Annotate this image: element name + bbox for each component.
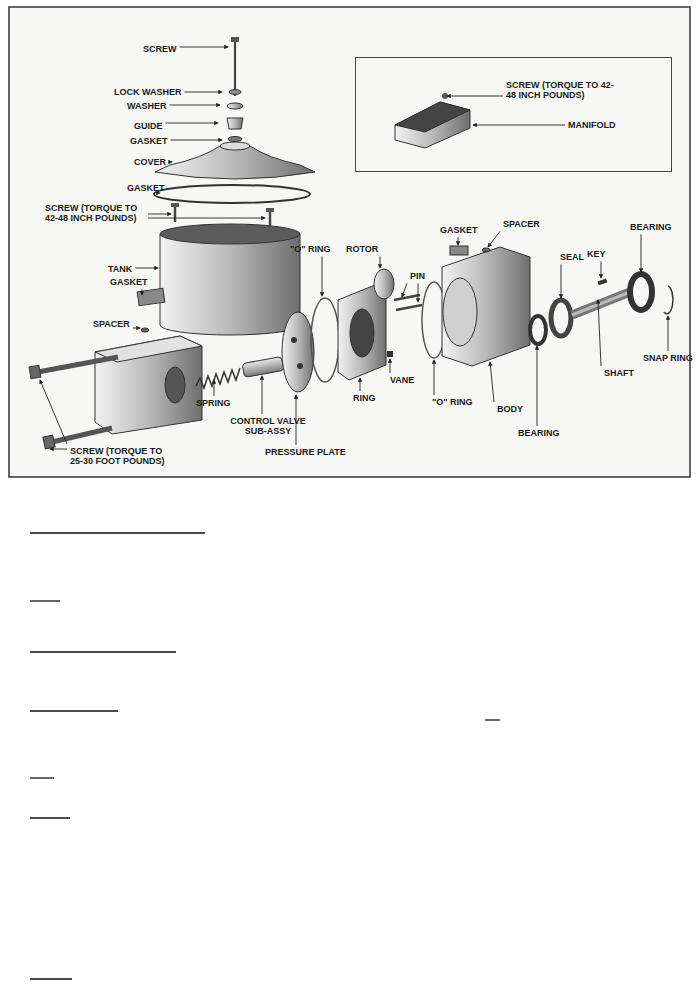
part-label: SCREW [143, 44, 177, 54]
leader-line [148, 218, 265, 219]
part-label: ROTOR [346, 244, 378, 254]
leader-line [458, 237, 459, 245]
part-label: TANK [108, 264, 132, 274]
part-label: VANE [390, 375, 414, 385]
leader-line [418, 283, 419, 302]
leader-line [601, 261, 602, 278]
leader-line [390, 359, 391, 373]
part-label: GASKET [130, 136, 168, 146]
leader-line [473, 125, 565, 126]
part-label: LOCK WASHER [114, 87, 182, 97]
leader-line [402, 283, 407, 297]
leader-line [166, 123, 218, 124]
leader-line [668, 316, 669, 351]
leader-line [148, 214, 171, 215]
part-label: GASKET [127, 183, 165, 193]
part-label: SEAL [560, 252, 584, 262]
part-label: BEARING [518, 428, 560, 438]
part-label: GASKET [110, 277, 148, 287]
leader-line [434, 360, 435, 395]
part-label: "O" RING [290, 244, 331, 254]
part-label: RING [353, 393, 376, 403]
leader-line [170, 105, 220, 106]
leader-line [380, 256, 381, 268]
leader-line [169, 162, 172, 163]
part-label: "O" RING [432, 397, 473, 407]
inset-box: SCREW (TORQUE TO 42-48 INCH POUNDS) MANIF… [355, 57, 672, 172]
part-label: SCREW (TORQUE TO 42-48 INCH POUNDS) [506, 80, 616, 101]
leader-line [598, 300, 601, 366]
part-label: CONTROL VALVE SUB-ASSY [228, 416, 308, 437]
leader-line [180, 47, 229, 48]
leader-line [488, 231, 500, 247]
part-label: BODY [497, 404, 523, 414]
part-label: PIN [410, 271, 425, 281]
leader-line [360, 378, 361, 391]
leader-line [133, 328, 140, 329]
part-label: MANIFOLD [568, 120, 616, 130]
leader-line [135, 268, 158, 269]
part-label: KEY [587, 249, 606, 259]
leader-line [322, 256, 323, 296]
leader-line [171, 140, 222, 141]
leader-line [50, 449, 67, 450]
leader-line [447, 96, 503, 97]
part-label: COVER [134, 157, 166, 167]
leader-line [185, 92, 223, 93]
part-label: PRESSURE PLATE [265, 447, 346, 457]
leader-line [641, 234, 642, 272]
leader-line [214, 380, 215, 396]
part-label: SCREW (TORQUE TO 25-30 FOOT POUNDS) [70, 446, 170, 467]
leader-line [262, 376, 263, 414]
part-label: SPACER [93, 319, 130, 329]
leader-line [142, 289, 143, 295]
part-label: SPRING [196, 398, 231, 408]
part-label: BEARING [630, 222, 672, 232]
leader-line [490, 362, 494, 402]
part-label: GASKET [440, 225, 478, 235]
part-label: SNAP RING [643, 353, 693, 363]
leader-line [40, 380, 67, 444]
part-label: SHAFT [604, 368, 634, 378]
part-label: SCREW (TORQUE TO 42-48 INCH POUNDS) [45, 203, 145, 224]
part-label: SPACER [503, 219, 540, 229]
part-label: WASHER [127, 101, 167, 111]
leader-line [537, 346, 538, 426]
part-label: GUIDE [134, 121, 163, 131]
leader-line [561, 264, 562, 298]
